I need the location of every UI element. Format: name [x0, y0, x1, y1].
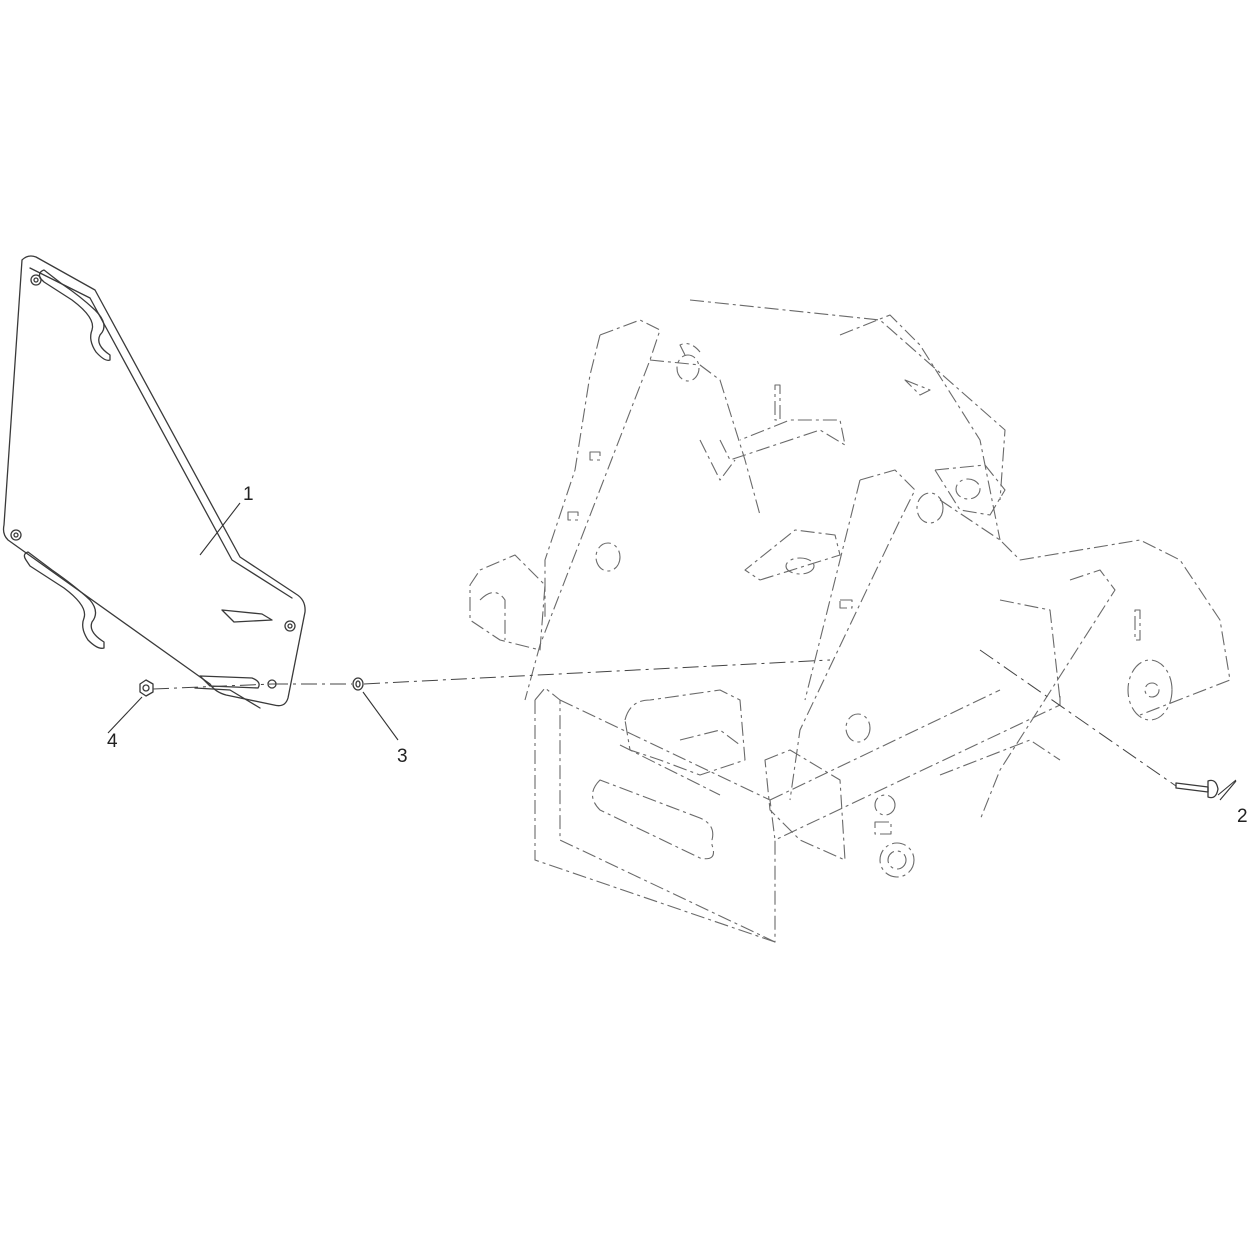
- callout-labels: 1 2 3 4: [107, 484, 1248, 827]
- callout-2: 2: [1237, 806, 1248, 827]
- shield-plate: [2, 255, 306, 709]
- leader-line-3: [362, 691, 399, 741]
- leader-line-2: [1219, 780, 1237, 801]
- leader-line-1: [199, 502, 241, 556]
- assembly-axis-lines: [152, 649, 1177, 787]
- leader-lines: [107, 502, 1237, 801]
- callout-3: 3: [397, 746, 408, 767]
- washer: [352, 677, 364, 691]
- loader-frame-ghost: [469, 299, 1231, 943]
- callout-1: 1: [243, 484, 254, 505]
- leader-line-4: [107, 696, 143, 734]
- bolt: [1175, 779, 1219, 799]
- callout-4: 4: [107, 731, 118, 752]
- nut: [139, 679, 154, 697]
